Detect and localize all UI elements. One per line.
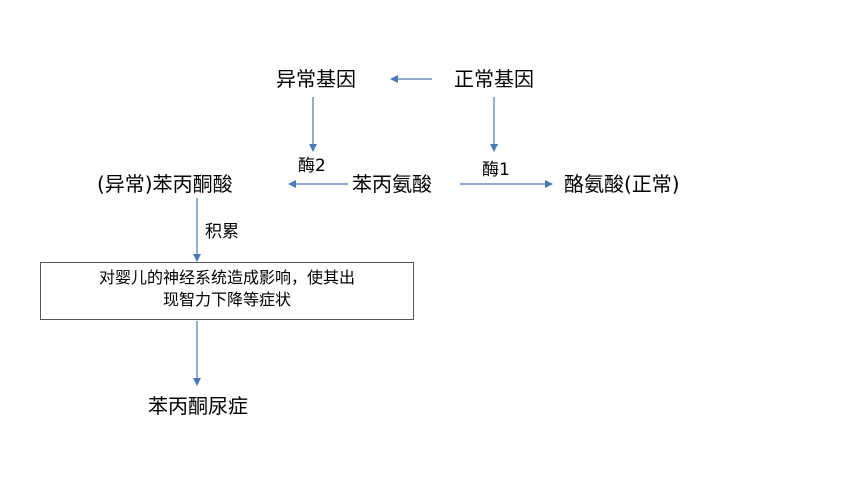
node-phenylalanine: 苯丙氨酸 — [352, 172, 432, 196]
label-enzyme1: 酶1 — [482, 160, 510, 180]
node-phenylpyruvic-acid: (异常)苯丙酮酸 — [97, 172, 233, 196]
node-normal-gene: 正常基因 — [454, 67, 534, 91]
effect-box-line1: 对婴儿的神经系统造成影响，使其出 — [98, 268, 355, 287]
node-tyrosine: 酪氨酸(正常) — [564, 172, 680, 196]
effect-box: 对婴儿的神经系统造成影响，使其出 现智力下降等症状 — [40, 262, 414, 320]
node-abnormal-gene: 异常基因 — [276, 67, 356, 91]
label-accumulate: 积累 — [205, 222, 239, 242]
label-enzyme2: 酶2 — [298, 156, 326, 176]
node-pku: 苯丙酮尿症 — [148, 394, 248, 418]
effect-box-line2: 现智力下降等症状 — [162, 290, 291, 309]
